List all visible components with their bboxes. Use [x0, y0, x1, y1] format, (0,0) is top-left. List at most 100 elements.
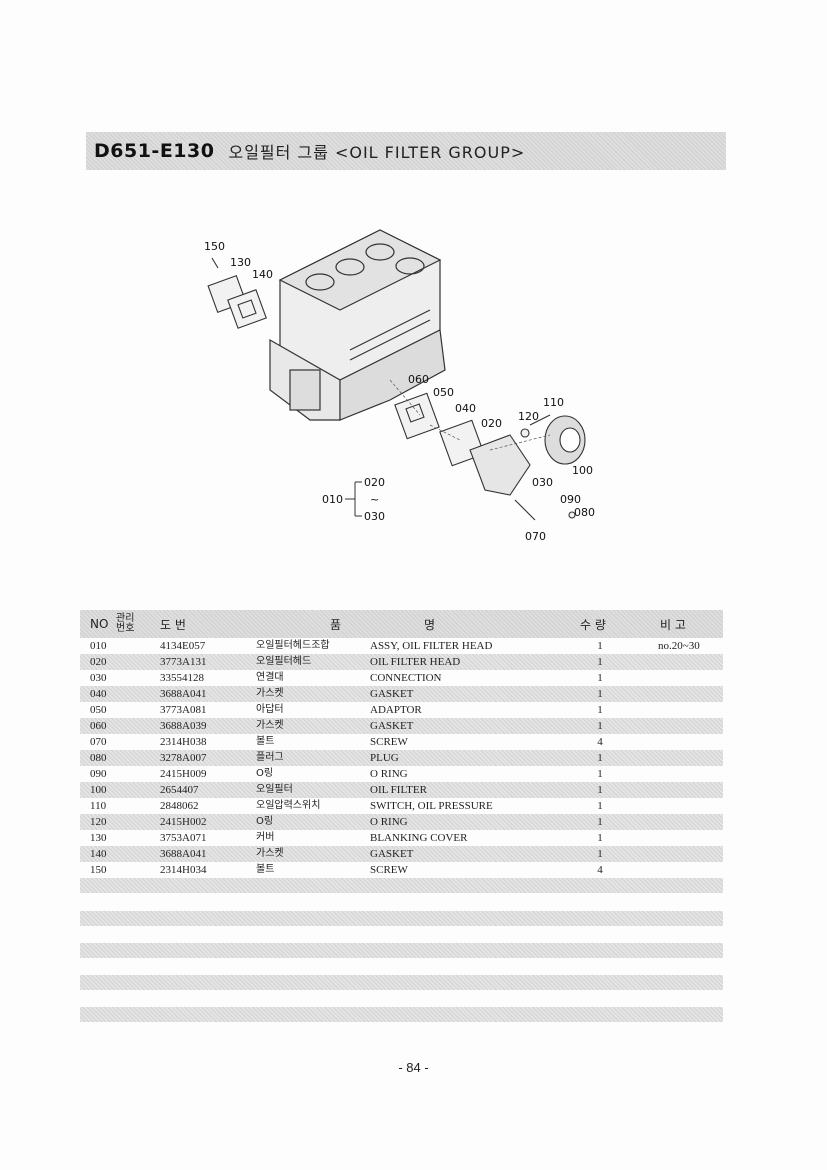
- cell-part-number: 3688A041: [160, 688, 207, 700]
- cell-english-name: GASKET: [370, 848, 414, 860]
- callout-040: 040: [455, 402, 476, 415]
- cell-quantity: 4: [597, 736, 603, 748]
- header-name-left: 품: [330, 617, 342, 632]
- cell-english-name: OIL FILTER: [370, 784, 427, 796]
- table-row: 140 3688A041 가스켓 GASKET 1: [80, 846, 723, 862]
- page-number: - 84 -: [398, 1060, 429, 1075]
- cell-korean-name: 오일필터헤드: [256, 656, 312, 667]
- cell-korean-name: 가스켓: [256, 848, 284, 859]
- filter-head-parts-illustration: [394, 392, 586, 521]
- cell-korean-name: O링: [256, 816, 274, 827]
- cell-quantity: 1: [597, 768, 603, 780]
- engine-block-illustration: [269, 229, 446, 421]
- cell-part-number: 3773A131: [160, 656, 207, 668]
- cell-korean-name: 아답터: [256, 704, 284, 715]
- cell-korean-name: 커버: [256, 832, 275, 843]
- cell-part-number: 2654407: [160, 784, 199, 796]
- callout-090: 090: [560, 493, 581, 506]
- cell-part-number: 2314H034: [160, 864, 207, 876]
- cell-part-number: 2415H002: [160, 816, 207, 828]
- cell-quantity: 1: [597, 672, 603, 684]
- cell-korean-name: 가스켓: [256, 720, 284, 731]
- table-row: 090 2415H009 O링 O RING 1: [80, 766, 723, 782]
- cell-quantity: 1: [597, 640, 603, 652]
- cell-part-number: 2314H038: [160, 736, 207, 748]
- cell-english-name: ASSY, OIL FILTER HEAD: [370, 640, 493, 652]
- cell-part-number: 3688A039: [160, 720, 207, 732]
- cell-english-name: SCREW: [370, 864, 408, 876]
- callout-150: 150: [204, 240, 225, 253]
- cell-english-name: SCREW: [370, 736, 408, 748]
- cell-english-name: SWITCH, OIL PRESSURE: [370, 800, 493, 812]
- cell-no: 040: [90, 688, 107, 700]
- cell-no: 100: [90, 784, 107, 796]
- cell-part-number: 2415H009: [160, 768, 207, 780]
- cell-korean-name: 볼트: [256, 736, 275, 747]
- callout-030: 030: [532, 476, 553, 489]
- cell-no: 030: [90, 672, 107, 684]
- cell-english-name: GASKET: [370, 720, 414, 732]
- cell-part-number: 4134E057: [160, 640, 206, 652]
- cell-korean-name: 오일필터: [256, 784, 293, 795]
- callout-060: 060: [408, 373, 429, 386]
- callout-020: 020: [481, 417, 502, 430]
- cell-quantity: 1: [597, 704, 603, 716]
- header-quantity: 수 량: [580, 617, 606, 632]
- cell-no: 140: [90, 848, 107, 860]
- cell-no: 070: [90, 736, 107, 748]
- cell-quantity: 4: [597, 864, 603, 876]
- callout-140: 140: [252, 268, 273, 281]
- cell-quantity: 1: [597, 656, 603, 668]
- callout-130: 130: [230, 256, 251, 269]
- callout-120: 120: [518, 410, 539, 423]
- cell-part-number: 3753A071: [160, 832, 207, 844]
- cell-no: 010: [90, 640, 107, 652]
- cell-part-number: 2848062: [160, 800, 199, 812]
- cell-english-name: O RING: [370, 768, 408, 780]
- header-remarks: 비 고: [660, 617, 686, 632]
- cell-no: 090: [90, 768, 107, 780]
- callout-050: 050: [433, 386, 454, 399]
- cell-korean-name: O링: [256, 768, 274, 779]
- group-code: D651-E130: [94, 140, 215, 162]
- cell-english-name: CONNECTION: [370, 672, 442, 684]
- blank-row-band: [80, 911, 723, 926]
- blanking-cover-illustration: [207, 257, 267, 329]
- table-row: 070 2314H038 볼트 SCREW 4: [80, 734, 723, 750]
- cell-quantity: 1: [597, 688, 603, 700]
- cell-quantity: 1: [597, 800, 603, 812]
- cell-remarks: no.20~30: [658, 640, 700, 652]
- cell-english-name: O RING: [370, 816, 408, 828]
- blank-row-band: [80, 1007, 723, 1022]
- header-name-right: 명: [424, 617, 436, 632]
- cell-english-name: GASKET: [370, 688, 414, 700]
- cell-no: 080: [90, 752, 107, 764]
- engine-diagram-svg: 150 130 140 060 050 040 020 120 110 100 …: [204, 229, 595, 543]
- cell-part-number: 33554128: [160, 672, 204, 684]
- cell-no: 150: [90, 864, 107, 876]
- leader-lines: [389, 379, 551, 451]
- title-bar: D651-E130 오일필터 그룹 <OIL FILTER GROUP>: [86, 132, 726, 170]
- cell-no: 020: [90, 656, 107, 668]
- cell-quantity: 1: [597, 816, 603, 828]
- cell-quantity: 1: [597, 848, 603, 860]
- cell-english-name: OIL FILTER HEAD: [370, 656, 461, 668]
- cell-english-name: BLANKING COVER: [370, 832, 468, 844]
- cell-korean-name: 오일압력스위치: [256, 800, 321, 811]
- cell-part-number: 3688A041: [160, 848, 207, 860]
- cell-korean-name: 오일필터헤드조합: [256, 640, 330, 651]
- cell-quantity: 1: [597, 720, 603, 732]
- table-row: 010 4134E057 오일필터헤드조합 ASSY, OIL FILTER HEAD…: [80, 638, 723, 654]
- callout-070: 070: [525, 530, 546, 543]
- callout-110: 110: [543, 396, 564, 409]
- callout-range-start: 020: [364, 476, 385, 489]
- exploded-parts-diagram: 150 130 140 060 050 040 020 120 110 100 …: [190, 220, 620, 560]
